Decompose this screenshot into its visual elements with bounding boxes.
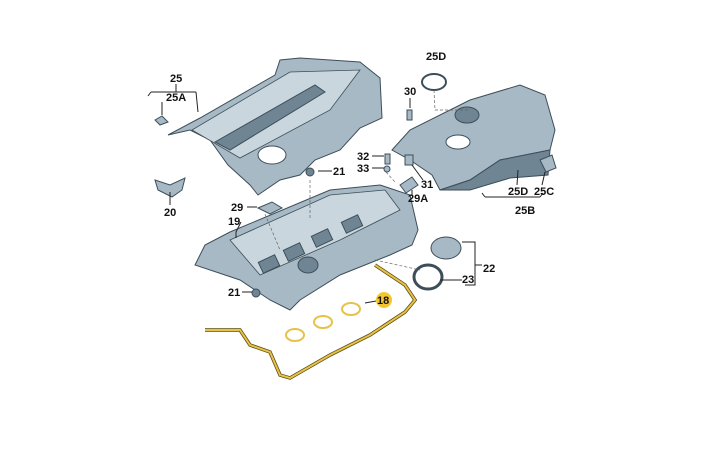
- label-25b: 25B: [515, 205, 535, 217]
- bolt-30: [406, 109, 413, 121]
- label-25d-top: 25D: [426, 51, 446, 63]
- bolt-32: [384, 153, 391, 165]
- seal-ring-25d: [421, 73, 447, 91]
- label-32: 32: [357, 151, 369, 163]
- label-31: 31: [421, 179, 433, 191]
- label-21-bottom: 21: [228, 287, 240, 299]
- valve-cover-19: [194, 184, 419, 311]
- clip-31: [404, 154, 414, 166]
- label-30: 30: [404, 86, 416, 98]
- engine-cover-25b: [391, 84, 556, 191]
- label-20: 20: [164, 207, 176, 219]
- callout-labels: 25 25A 25D 30 32 33 21 31 20 29 29A 19 2…: [164, 51, 554, 308]
- engine-cover-25: [167, 57, 383, 196]
- label-25c: 25C: [534, 186, 554, 198]
- gasket-29: [256, 201, 284, 215]
- highlight-18: [376, 292, 392, 308]
- label-25d: 25D: [508, 186, 528, 198]
- label-21-top: 21: [333, 166, 345, 178]
- clip-25a: [154, 115, 169, 126]
- label-18: 18: [377, 295, 389, 307]
- label-29a: 29A: [408, 193, 428, 205]
- label-25a: 25A: [166, 92, 186, 104]
- clip-25c: [539, 154, 557, 173]
- nut-21-top: [305, 167, 315, 177]
- gasket-18: [205, 263, 418, 380]
- label-22: 22: [483, 263, 495, 275]
- small-parts: [154, 73, 557, 298]
- label-25: 25: [170, 73, 182, 85]
- cam-ports: [257, 214, 364, 274]
- label-29: 29: [231, 202, 243, 214]
- label-23: 23: [462, 274, 474, 286]
- label-33: 33: [357, 163, 369, 175]
- hose-20: [154, 177, 186, 198]
- oil-filler-cap-22: [412, 236, 462, 291]
- nut-21-bottom: [251, 288, 261, 298]
- bracket-29a: [399, 176, 419, 194]
- label-19: 19: [228, 216, 240, 228]
- leader-lines: [147, 84, 546, 304]
- washer-33: [383, 165, 391, 173]
- spark-plug-seal: [285, 302, 361, 342]
